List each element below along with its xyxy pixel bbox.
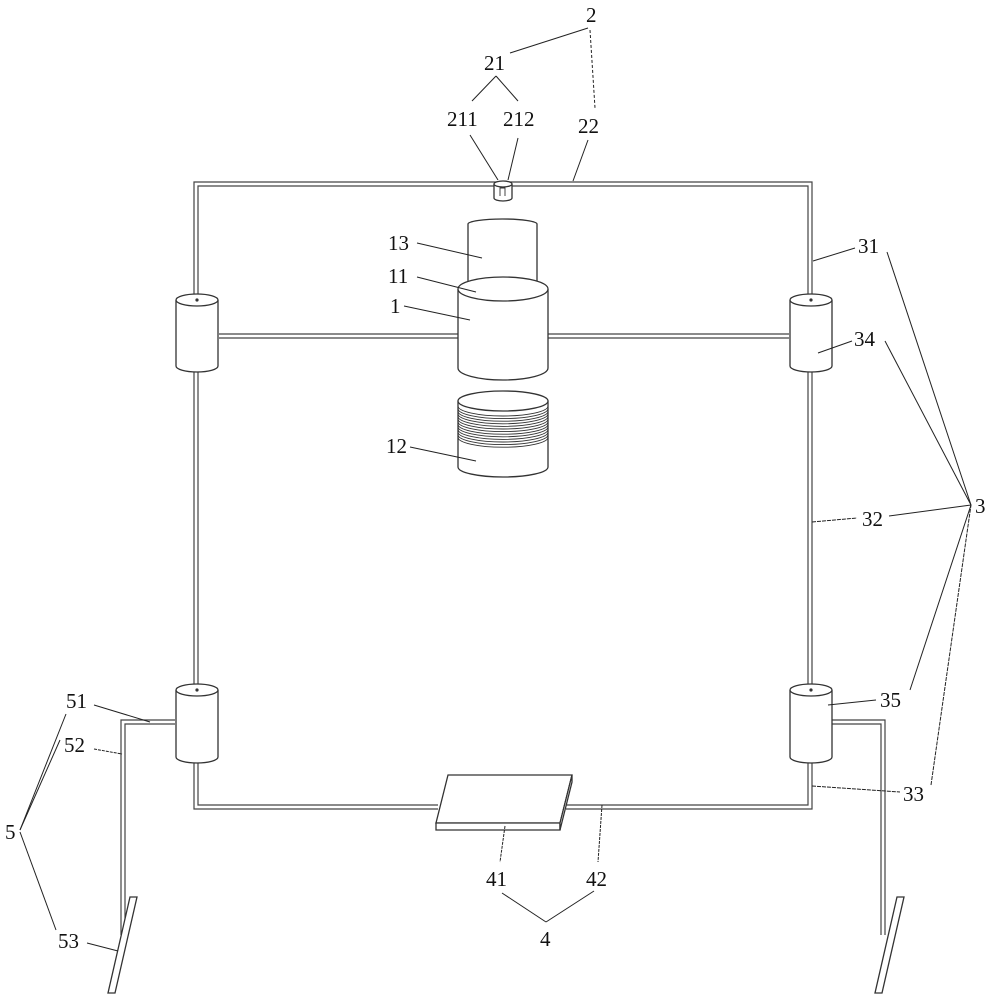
label-13: 13	[388, 231, 409, 255]
label-4: 4	[540, 927, 551, 951]
sleeve-top-left	[175, 293, 219, 373]
label-211: 211	[447, 107, 478, 131]
coil-winding	[457, 437, 549, 448]
coil-cylinder-12	[457, 390, 549, 478]
coil-winding	[457, 416, 549, 427]
label-12: 12	[386, 434, 407, 458]
sleeve-35	[789, 683, 833, 764]
left-foot-53	[107, 896, 138, 994]
label-212: 212	[503, 107, 535, 131]
coil-winding	[457, 421, 549, 433]
left-vertical-pipe	[193, 370, 199, 690]
label-11: 11	[388, 264, 408, 288]
label-52: 52	[64, 733, 85, 757]
coil-winding	[457, 429, 549, 440]
coil-winding	[457, 408, 549, 420]
coil-winding	[457, 424, 549, 435]
left-leg-52	[120, 719, 175, 935]
coil-winding	[457, 434, 549, 446]
reference-labels: 2 21 211 212 22 13 11 1 12 31 34 32 3 35…	[5, 3, 986, 953]
connector-21	[493, 180, 513, 202]
coil-winding	[457, 418, 549, 430]
label-1: 1	[390, 294, 401, 318]
label-42: 42	[586, 867, 607, 891]
label-51: 51	[66, 689, 87, 713]
coil-winding	[457, 411, 549, 422]
top-face-11	[457, 276, 549, 302]
main-cylinder-1	[457, 276, 549, 381]
coil-windings	[457, 405, 549, 448]
sleeve-51-left	[175, 683, 219, 764]
label-32: 32	[862, 507, 883, 531]
label-31: 31	[858, 234, 879, 258]
label-21: 21	[484, 51, 505, 75]
label-35: 35	[880, 688, 901, 712]
label-3: 3	[975, 494, 986, 518]
label-53: 53	[58, 929, 79, 953]
label-33: 33	[903, 782, 924, 806]
label-22: 22	[578, 114, 599, 138]
coil-winding	[457, 426, 549, 438]
label-34: 34	[854, 327, 876, 351]
plate-41	[435, 774, 573, 831]
label-5: 5	[5, 820, 16, 844]
right-leg	[831, 719, 886, 935]
right-foot	[874, 896, 905, 994]
right-vertical-pipe-32	[807, 370, 813, 690]
sleeve-34	[789, 293, 833, 373]
coil-winding	[457, 405, 549, 417]
label-41: 41	[486, 867, 507, 891]
coil-winding	[457, 431, 549, 443]
bottom-pipe-42	[193, 760, 813, 810]
label-2: 2	[586, 3, 597, 27]
middle-horizontal-pipe	[219, 333, 789, 339]
coil-winding	[457, 413, 549, 425]
leader-lines	[19, 27, 972, 952]
